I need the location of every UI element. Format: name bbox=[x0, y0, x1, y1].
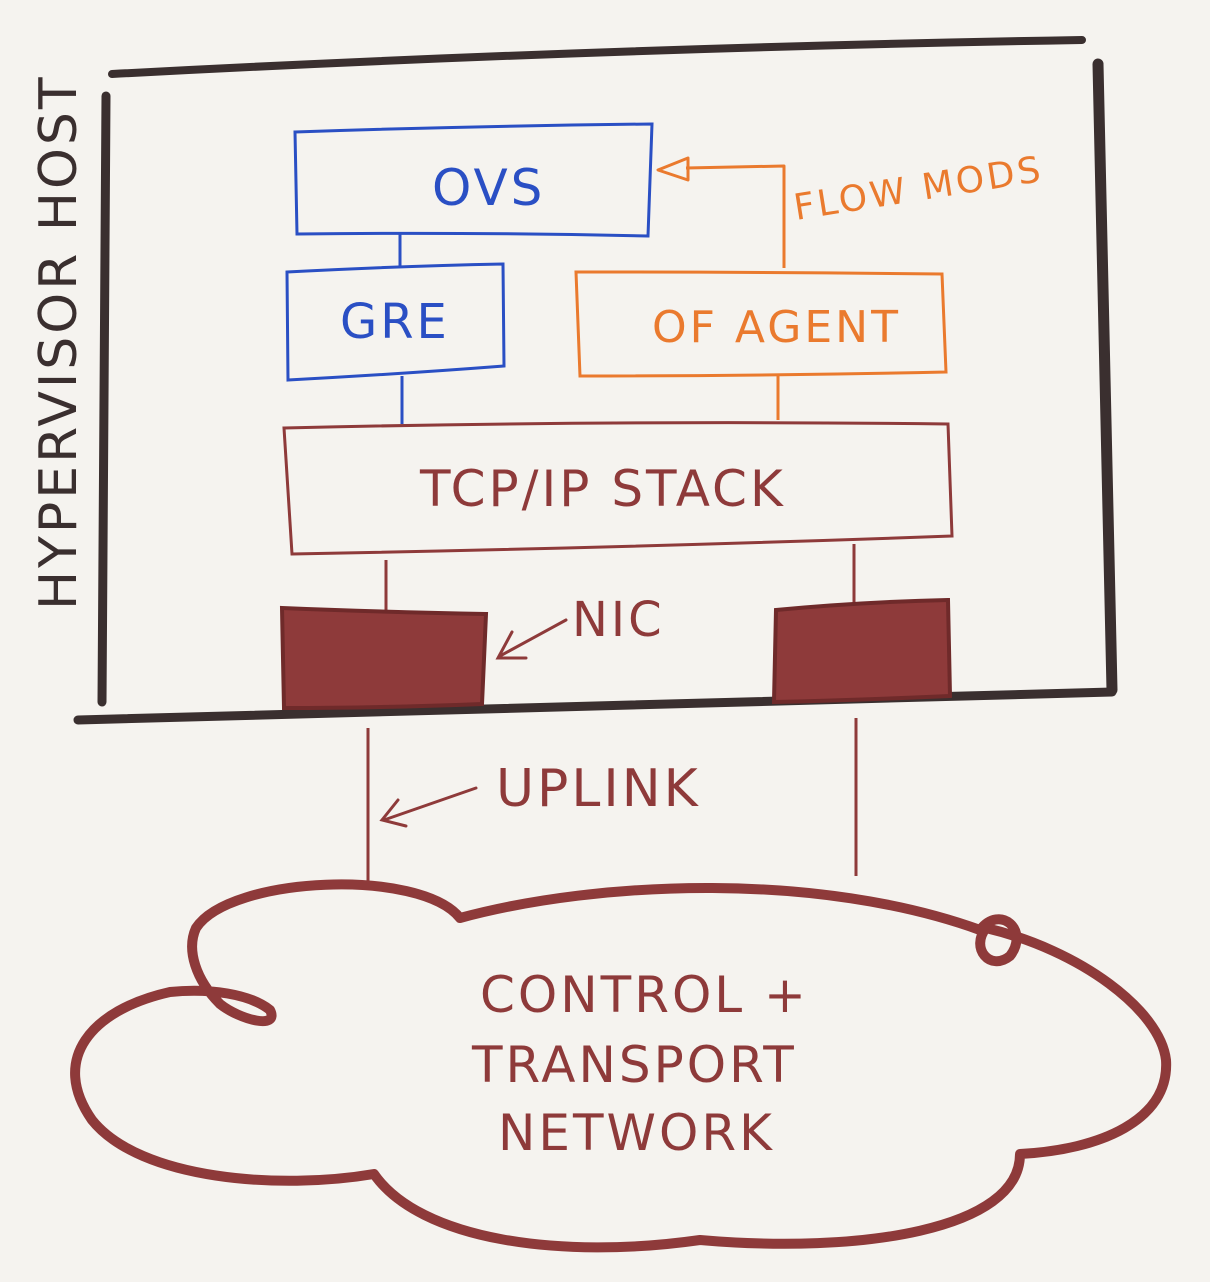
gre-label: GRE bbox=[340, 294, 450, 350]
of-agent-box-outline bbox=[574, 270, 948, 378]
tcpip-stack-label: TCP/IP STACK bbox=[419, 460, 786, 518]
nic-label: NIC bbox=[572, 592, 665, 648]
frame-right-edge bbox=[1092, 58, 1118, 696]
network-label-line3: NETWORK bbox=[498, 1104, 775, 1162]
gre-box-outline bbox=[285, 262, 506, 382]
uplink-arrow-line bbox=[382, 786, 478, 822]
flow-mods-arrowhead bbox=[656, 156, 690, 182]
ovs-label: OVS bbox=[432, 159, 545, 217]
nic-arrow-head bbox=[495, 630, 528, 660]
network-cloud bbox=[70, 879, 1172, 1253]
nic-right-block bbox=[771, 597, 953, 705]
tcpip-stack-box: TCP/IP STACK bbox=[282, 421, 954, 556]
uplink-arrow bbox=[379, 786, 478, 828]
tcpip-stack-outline bbox=[282, 421, 954, 556]
network-label-line1: CONTROL + bbox=[480, 966, 809, 1024]
frame-left-edge bbox=[97, 91, 111, 707]
frame-bottom-edge bbox=[73, 687, 1117, 725]
frame-top-edge bbox=[108, 36, 1086, 78]
of-agent-label: OF AGENT bbox=[652, 302, 901, 353]
nic-arrow-line bbox=[498, 618, 568, 658]
gre-box: GRE bbox=[285, 262, 506, 382]
flow-mods-arrow bbox=[656, 156, 786, 268]
flow-mods-label: FLOW MODS bbox=[791, 149, 1046, 229]
hypervisor-host-frame bbox=[73, 36, 1118, 725]
host-label: HYPERVISOR HOST bbox=[29, 74, 89, 610]
ovs-box: OVS bbox=[293, 122, 654, 238]
of-agent-box: OF AGENT bbox=[574, 270, 948, 378]
uplink-arrow-head bbox=[379, 798, 408, 828]
uplink-label: UPLINK bbox=[496, 759, 701, 819]
ovs-box-outline bbox=[293, 122, 654, 238]
network-label-line2: TRANSPORT bbox=[471, 1036, 797, 1094]
nic-left-block bbox=[279, 605, 489, 711]
flow-mods-line bbox=[685, 164, 786, 268]
nic-arrow bbox=[495, 618, 568, 660]
